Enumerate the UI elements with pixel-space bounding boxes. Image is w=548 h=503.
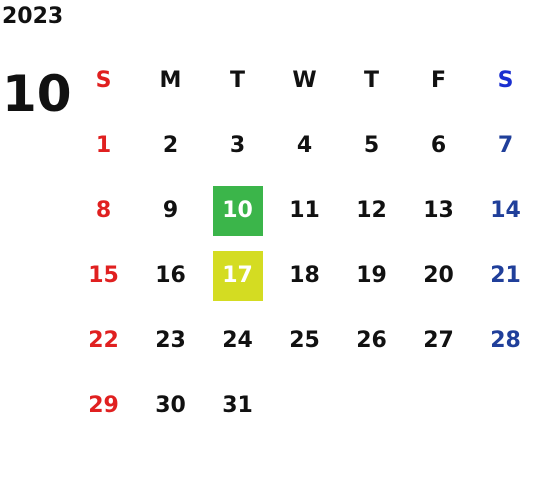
day-number: 9	[162, 198, 179, 223]
weekday-header-thu: T	[338, 48, 405, 113]
day-number: 23	[155, 328, 186, 353]
weekday-header-wed: W	[271, 48, 338, 113]
day-cell-16[interactable]: 16	[137, 243, 204, 308]
day-cell-27[interactable]: 27	[405, 308, 472, 373]
day-number: 25	[289, 328, 320, 353]
day-number: 21	[490, 263, 521, 288]
day-cell-4[interactable]: 4	[271, 113, 338, 178]
day-cell-15[interactable]: 15	[70, 243, 137, 308]
weekday-label: M	[159, 68, 182, 93]
day-number: 12	[356, 198, 387, 223]
weekday-label: T	[363, 68, 379, 93]
day-cell-25[interactable]: 25	[271, 308, 338, 373]
day-cell-10-highlighted[interactable]: 10	[204, 178, 271, 243]
weekday-header-fri: F	[405, 48, 472, 113]
day-number: 28	[490, 328, 521, 353]
day-cell-29[interactable]: 29	[70, 373, 137, 438]
day-number: 24	[222, 328, 253, 353]
day-cell-17-highlighted[interactable]: 17	[204, 243, 271, 308]
day-cell-23[interactable]: 23	[137, 308, 204, 373]
year-label: 2023	[2, 4, 64, 29]
day-cell-30[interactable]: 30	[137, 373, 204, 438]
weekday-header-sat: S	[472, 48, 539, 113]
day-number: 27	[423, 328, 454, 353]
day-number: 2	[162, 133, 179, 158]
day-number: 7	[497, 133, 514, 158]
day-cell-20[interactable]: 20	[405, 243, 472, 308]
day-number: 30	[155, 393, 186, 418]
weekday-label: F	[430, 68, 447, 93]
day-number: 29	[88, 393, 119, 418]
day-number: 13	[423, 198, 454, 223]
day-cell-12[interactable]: 12	[338, 178, 405, 243]
day-cell-31[interactable]: 31	[204, 373, 271, 438]
day-cell-13[interactable]: 13	[405, 178, 472, 243]
day-number: 14	[490, 198, 521, 223]
day-number: 26	[356, 328, 387, 353]
day-number: 31	[222, 393, 253, 418]
weekday-label: S	[95, 68, 112, 93]
weekday-label: S	[497, 68, 514, 93]
day-number: 6	[430, 133, 447, 158]
day-cell-5[interactable]: 5	[338, 113, 405, 178]
day-number: 17	[212, 250, 263, 301]
day-cell-19[interactable]: 19	[338, 243, 405, 308]
day-number: 11	[289, 198, 320, 223]
day-number: 10	[212, 185, 263, 236]
day-cell-22[interactable]: 22	[70, 308, 137, 373]
day-cell-6[interactable]: 6	[405, 113, 472, 178]
day-number: 16	[155, 263, 186, 288]
day-cell-28[interactable]: 28	[472, 308, 539, 373]
day-number: 3	[229, 133, 246, 158]
weekday-header-mon: M	[137, 48, 204, 113]
month-label: 10	[2, 65, 72, 123]
day-number: 1	[95, 133, 112, 158]
day-number: 22	[88, 328, 119, 353]
day-cell-8[interactable]: 8	[70, 178, 137, 243]
day-number: 18	[289, 263, 320, 288]
day-number: 20	[423, 263, 454, 288]
day-cell-21[interactable]: 21	[472, 243, 539, 308]
day-number: 5	[363, 133, 380, 158]
day-cell-14[interactable]: 14	[472, 178, 539, 243]
weekday-label: T	[229, 68, 245, 93]
day-cell-26[interactable]: 26	[338, 308, 405, 373]
day-cell-9[interactable]: 9	[137, 178, 204, 243]
day-number: 19	[356, 263, 387, 288]
day-cell-3[interactable]: 3	[204, 113, 271, 178]
weekday-header-tue: T	[204, 48, 271, 113]
day-cell-2[interactable]: 2	[137, 113, 204, 178]
weekday-label: W	[292, 68, 317, 93]
day-cell-18[interactable]: 18	[271, 243, 338, 308]
day-number: 4	[296, 133, 313, 158]
day-cell-7[interactable]: 7	[472, 113, 539, 178]
day-cell-11[interactable]: 11	[271, 178, 338, 243]
day-cell-24[interactable]: 24	[204, 308, 271, 373]
weekday-header-sun: S	[70, 48, 137, 113]
day-cell-1[interactable]: 1	[70, 113, 137, 178]
day-number: 15	[88, 263, 119, 288]
day-number: 8	[95, 198, 112, 223]
